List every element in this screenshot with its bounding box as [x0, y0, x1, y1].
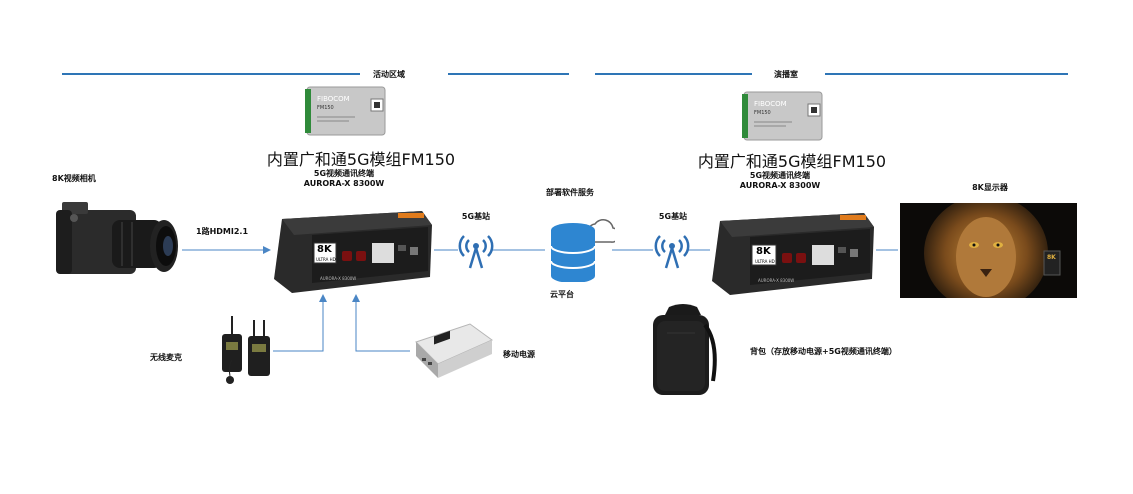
display-badge: 8K: [1047, 254, 1056, 261]
power-label: 移动电源: [503, 350, 535, 359]
camera-device: [52, 196, 182, 284]
cloud-platform: [545, 210, 620, 283]
mic-transmitter-icon: [222, 316, 270, 384]
terminal-box-icon: [274, 211, 432, 293]
power-bank-icon: [415, 323, 493, 378]
backpack-device: [647, 303, 719, 397]
terminal-title-line2: AURORA-X 8300W: [303, 179, 385, 188]
base-station-label-left: 5G基站: [461, 212, 491, 221]
section-title-left: 活动区域: [373, 70, 405, 79]
terminal-case-text: AURORA-X 8300W: [758, 278, 795, 283]
terminal-device-left: 8K ULTRA HD AURORA-X 8300W: [272, 205, 434, 295]
camera-icon: [56, 202, 178, 274]
section-line-right-a: [595, 73, 752, 75]
antenna-icon: [458, 235, 494, 269]
section-line-left-b: [448, 73, 569, 75]
fm150-module-right: FIBOCOM FM150: [742, 90, 824, 142]
link-label: 1路HDMI2.1: [196, 227, 249, 236]
display-device: 8K: [900, 203, 1077, 298]
camera-label: 8K视频相机: [52, 174, 96, 183]
terminal-case-text: AURORA-X 8300W: [320, 276, 357, 281]
module-brand: FIBOCOM: [317, 95, 350, 103]
antenna-icon: [654, 235, 690, 269]
terminal-box-icon: [712, 213, 874, 295]
section-title-right: 演播室: [774, 70, 798, 79]
terminal-badge-main: 8K: [756, 246, 771, 257]
module-brand: FIBOCOM: [754, 100, 787, 108]
terminal-badge-main: 8K: [317, 244, 332, 255]
base-station-label-right: 5G基站: [658, 212, 688, 221]
module-chip-icon: [305, 86, 386, 136]
fm150-module-left: FIBOCOM FM150: [305, 85, 387, 137]
display-label: 8K显示器: [972, 183, 1008, 192]
backpack-icon: [653, 304, 717, 395]
section-line-right-b: [825, 73, 1068, 75]
module-caption-left: 内置广和通5G模组FM150: [266, 150, 456, 169]
antenna-left: [458, 226, 494, 270]
terminal-title-line2: AURORA-X 8300W: [739, 181, 821, 190]
terminal-badge-sub: ULTRA HD: [755, 259, 775, 264]
terminal-title-left: 5G视频通讯终端 AURORA-X 8300W: [304, 168, 384, 188]
section-line-left-a: [62, 73, 360, 75]
module-caption-right: 内置广和通5G模组FM150: [697, 152, 887, 171]
backpack-label: 背包（存放移动电源+5G视频通讯终端）: [750, 347, 897, 356]
cloud-top-label: 部署软件服务: [546, 188, 594, 197]
wireless-mic-device: [218, 314, 274, 386]
wire-mic-terminal: [273, 294, 327, 352]
antenna-right: [654, 226, 690, 270]
power-bank-device: [408, 320, 494, 382]
terminal-title-line1: 5G视频通讯终端: [313, 169, 375, 178]
wire-power-terminal: [352, 294, 410, 352]
module-model: FM150: [317, 105, 334, 111]
lion-image-icon: [924, 203, 1061, 298]
terminal-badge-sub: ULTRA HD: [316, 257, 336, 262]
cloud-bottom-label: 云平台: [550, 290, 574, 299]
module-model: FM150: [754, 110, 771, 116]
terminal-device-right: 8K ULTRA HD AURORA-X 8300W: [710, 207, 876, 297]
module-chip-icon: [742, 91, 823, 141]
terminal-title-right: 5G视频通讯终端 AURORA-X 8300W: [740, 170, 820, 190]
cloud-database-icon: [550, 219, 620, 283]
terminal-title-line1: 5G视频通讯终端: [749, 171, 811, 180]
mic-label: 无线麦克: [150, 353, 182, 362]
